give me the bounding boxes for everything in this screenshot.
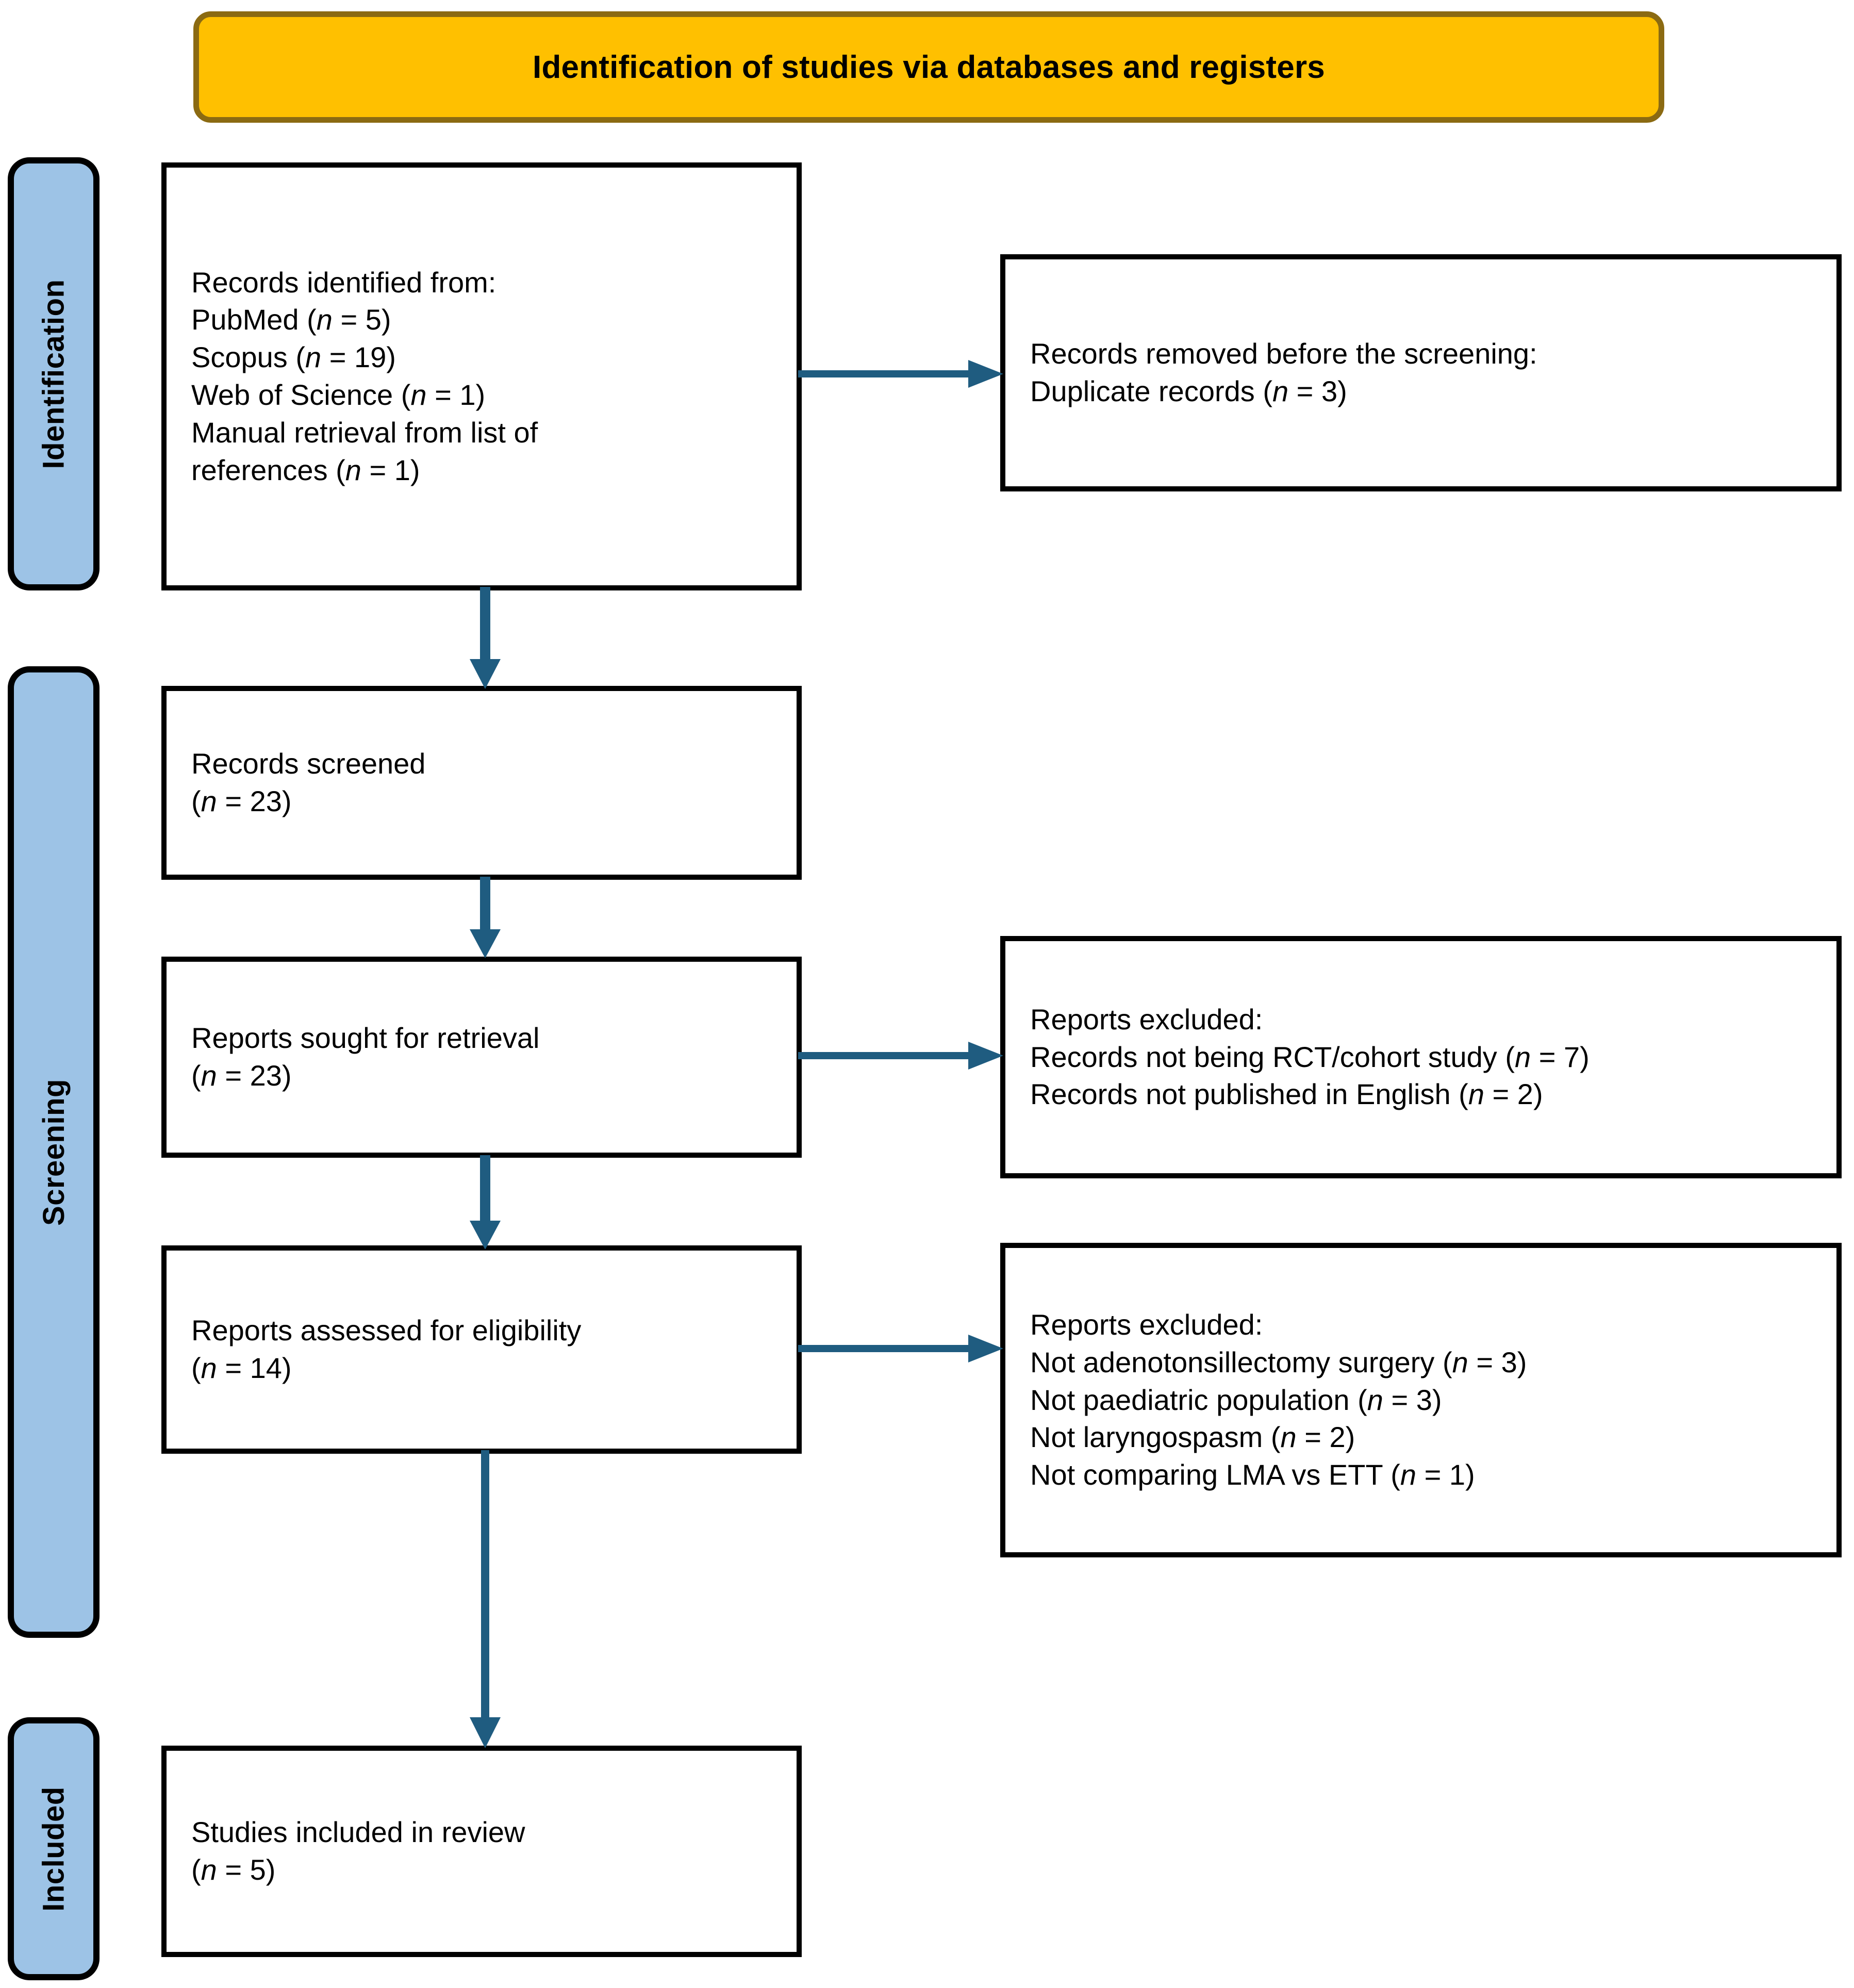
line-records-screened-heading: Records screened [191, 747, 426, 780]
stage-label-identification-text: Identification [37, 279, 71, 469]
stage-label-identification: Identification [8, 157, 100, 590]
box-records-identified: Records identified from: PubMed (n = 5) … [161, 162, 802, 590]
line-studies-included-count: (n = 5) [191, 1853, 276, 1886]
box-reports-excluded-screening-text: Reports excluded: Records not being RCT/… [1005, 1001, 1836, 1113]
box-reports-sought: Reports sought for retrieval (n = 23) [161, 957, 802, 1158]
box-reports-sought-text: Reports sought for retrieval (n = 23) [167, 1020, 797, 1095]
line-manual-retrieval-2: references (n = 1) [191, 453, 420, 486]
stage-label-screening: Screening [8, 666, 100, 1638]
line-reports-assessed-heading: Reports assessed for eligibility [191, 1314, 582, 1347]
stage-label-included-text: Included [37, 1786, 71, 1912]
line-not-lma-vs-ett: Not comparing LMA vs ETT (n = 1) [1030, 1458, 1475, 1491]
box-studies-included-text: Studies included in review (n = 5) [167, 1814, 797, 1889]
line-not-paediatric: Not paediatric population (n = 3) [1030, 1383, 1442, 1416]
line-scopus: Scopus (n = 19) [191, 341, 396, 374]
arrow-screened-to-sought [467, 877, 504, 959]
box-studies-included: Studies included in review (n = 5) [161, 1746, 802, 1957]
line-excluded-screening-heading: Reports excluded: [1030, 1003, 1263, 1036]
line-records-screened-count: (n = 23) [191, 785, 292, 817]
banner-title: Identification of studies via databases … [533, 49, 1325, 85]
box-records-removed: Records removed before the screening: Du… [1000, 254, 1842, 491]
box-records-removed-text: Records removed before the screening: Du… [1005, 335, 1836, 410]
box-records-screened: Records screened (n = 23) [161, 686, 802, 880]
line-reports-sought-heading: Reports sought for retrieval [191, 1022, 540, 1055]
box-reports-excluded-screening: Reports excluded: Records not being RCT/… [1000, 936, 1842, 1178]
line-records-identified-heading: Records identified from: [191, 266, 496, 299]
line-not-rct-cohort: Records not being RCT/cohort study (n = … [1030, 1040, 1590, 1073]
line-excluded-eligibility-heading: Reports excluded: [1030, 1308, 1263, 1341]
arrow-identified-to-screened [467, 587, 504, 690]
line-reports-assessed-count: (n = 14) [191, 1352, 292, 1384]
box-reports-excluded-eligibility: Reports excluded: Not adenotonsillectomy… [1000, 1243, 1842, 1557]
line-pubmed: PubMed (n = 5) [191, 303, 391, 336]
line-not-laryngospasm: Not laryngospasm (n = 2) [1030, 1421, 1355, 1454]
line-reports-sought-count: (n = 23) [191, 1059, 292, 1092]
line-manual-retrieval-1: Manual retrieval from list of [191, 416, 538, 449]
line-studies-included-heading: Studies included in review [191, 1816, 525, 1849]
line-not-english: Records not published in English (n = 2) [1030, 1078, 1543, 1111]
box-records-identified-text: Records identified from: PubMed (n = 5) … [167, 264, 797, 489]
box-reports-excluded-eligibility-text: Reports excluded: Not adenotonsillectomy… [1005, 1306, 1836, 1494]
line-duplicate-records: Duplicate records (n = 3) [1030, 375, 1347, 407]
arrow-sought-to-excluded-screening [798, 1038, 1004, 1074]
arrow-identified-to-removed [798, 356, 1004, 392]
box-reports-assessed-text: Reports assessed for eligibility (n = 14… [167, 1312, 797, 1387]
line-web-of-science: Web of Science (n = 1) [191, 379, 486, 411]
box-records-screened-text: Records screened (n = 23) [167, 745, 797, 820]
diagram-header-banner: Identification of studies via databases … [193, 11, 1664, 123]
stage-label-screening-text: Screening [37, 1078, 71, 1226]
box-reports-assessed: Reports assessed for eligibility (n = 14… [161, 1245, 802, 1454]
arrow-assessed-to-included [467, 1450, 504, 1749]
arrow-sought-to-assessed [467, 1155, 504, 1251]
stage-label-included: Included [8, 1717, 100, 1980]
arrow-assessed-to-excluded-eligibility [798, 1330, 1004, 1367]
line-not-adenotonsillectomy: Not adenotonsillectomy surgery (n = 3) [1030, 1345, 1527, 1378]
line-records-removed-heading: Records removed before the screening: [1030, 337, 1537, 370]
